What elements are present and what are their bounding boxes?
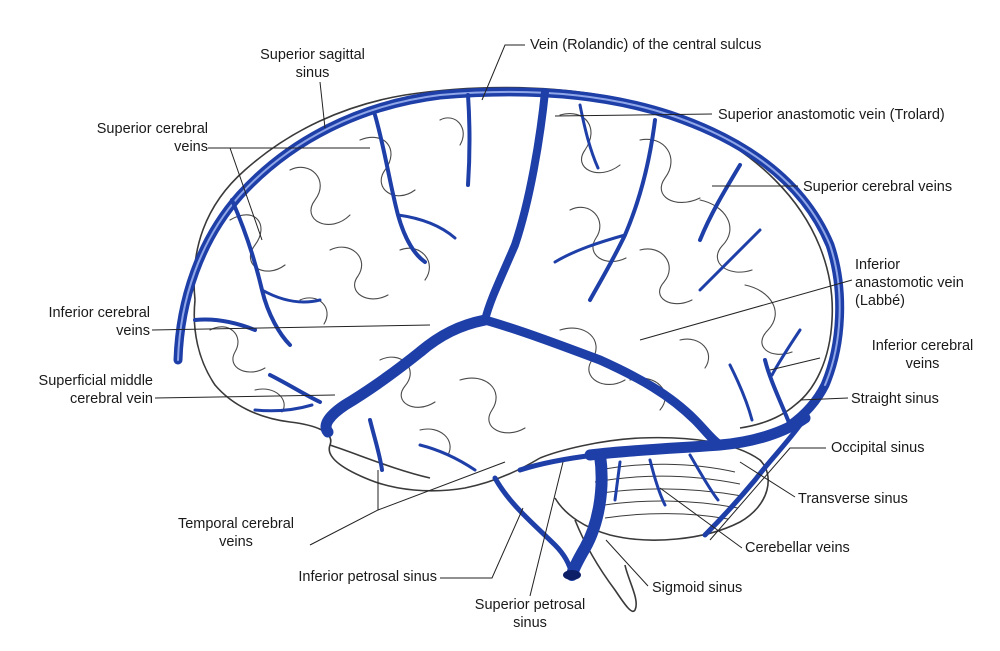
label-superior-anastomotic-vein: Superior anastomotic vein (Trolard) (718, 107, 945, 123)
jugular-opening (563, 570, 581, 580)
label-superficial-middle-cerebral-vein-line2: cerebral vein (69, 391, 153, 407)
label-superior-cerebral-veins-left-line1: Superior cerebral (96, 121, 208, 137)
label-temporal-cerebral-veins-line2: veins (219, 534, 253, 550)
label-superior-petrosal-sinus-line1: Superior petrosal (474, 597, 586, 613)
label-superior-sagittal-sinus-line1: Superior sagittal (260, 47, 365, 63)
label-vein-rolandic: Vein (Rolandic) of the central sulcus (530, 37, 762, 53)
label-inferior-anastomotic-vein: Inferior anastomotic vein (Labbé) (855, 256, 964, 310)
gyri-lines (209, 113, 793, 456)
label-superior-petrosal-sinus: Superior petrosal sinus (455, 596, 605, 632)
label-superior-sagittal-sinus-line2: sinus (295, 65, 330, 81)
label-inferior-anastomotic-vein-line3: (Labbé) (855, 293, 905, 309)
label-inferior-anastomotic-vein-line1: Inferior (855, 257, 901, 273)
label-superior-cerebral-veins-left-line2: veins (174, 139, 208, 155)
label-inferior-cerebral-veins-right: Inferior cerebral veins (855, 337, 990, 373)
label-superficial-middle-cerebral-vein-line1: Superficial middle (38, 373, 153, 389)
leader-lines (151, 44, 853, 597)
label-superior-cerebral-veins-left: Superior cerebral veins (60, 120, 208, 156)
label-cerebellar-veins: Cerebellar veins (745, 540, 850, 556)
label-sigmoid-sinus: Sigmoid sinus (652, 580, 743, 596)
label-temporal-cerebral-veins-line1: Temporal cerebral (177, 516, 295, 532)
label-superior-cerebral-veins-right: Superior cerebral veins (803, 179, 953, 195)
label-temporal-cerebral-veins: Temporal cerebral veins (163, 515, 309, 551)
label-inferior-petrosal-sinus: Inferior petrosal sinus (298, 569, 437, 585)
label-inferior-cerebral-veins-left: Inferior cerebral veins (20, 304, 150, 340)
label-superior-petrosal-sinus-line2: sinus (513, 615, 547, 631)
label-inferior-cerebral-veins-left-line2: veins (116, 323, 150, 339)
label-inferior-cerebral-veins-right-line1: Inferior cerebral (871, 338, 974, 354)
label-superficial-middle-cerebral-vein: Superficial middle cerebral vein (10, 372, 153, 408)
label-transverse-sinus: Transverse sinus (798, 491, 908, 507)
venous-system (173, 87, 845, 581)
label-inferior-anastomotic-vein-line2: anastomotic vein (855, 275, 964, 291)
label-superior-sagittal-sinus: Superior sagittal sinus (250, 46, 375, 82)
label-straight-sinus: Straight sinus (851, 391, 939, 407)
label-inferior-cerebral-veins-left-line1: Inferior cerebral (48, 305, 150, 321)
label-occipital-sinus: Occipital sinus (831, 440, 925, 456)
label-inferior-cerebral-veins-right-line2: veins (905, 356, 940, 372)
